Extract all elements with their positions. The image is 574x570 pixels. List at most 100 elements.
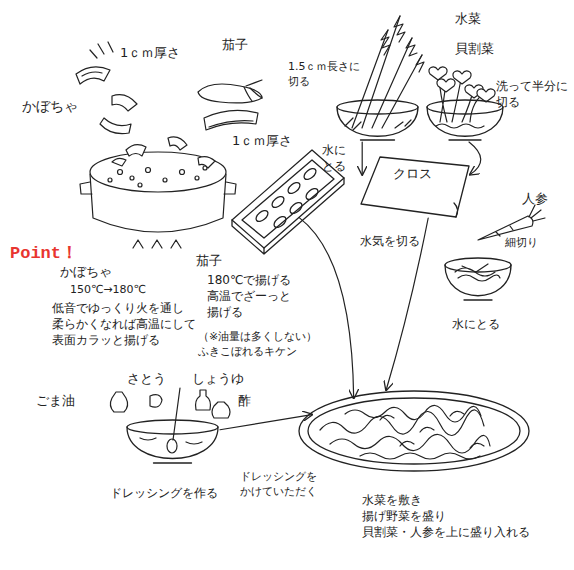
- salad-on-plate-part: [380, 411, 484, 448]
- seasoning-bottles-part: [196, 390, 211, 410]
- mizuna-greens-part: [381, 30, 390, 55]
- mizuna-greens-part: [345, 118, 411, 130]
- annotation: かぼちゃ: [60, 263, 112, 281]
- step-text: 洗って半分に 切る: [496, 78, 574, 110]
- frying-pot-part: [112, 158, 126, 166]
- mizuna-greens-part: [406, 38, 417, 56]
- frying-pot-part: [198, 157, 215, 168]
- plate-line: [299, 391, 529, 471]
- annotation: Point！: [10, 243, 78, 266]
- frying-pot-part: [126, 145, 146, 156]
- salad-on-plate-part: [345, 405, 481, 422]
- bowl-line: [464, 299, 492, 300]
- eggplants-part: [244, 80, 262, 101]
- step-text: 細切り: [505, 236, 538, 251]
- step-text: 貝割菜: [455, 40, 494, 58]
- annotation: 150℃→180℃: [70, 283, 146, 298]
- step-text: ドレッシングを作る: [110, 485, 218, 501]
- radish-sprouts-part: [437, 79, 455, 92]
- eggplants-part: [198, 84, 262, 103]
- annotation: 1ｃｍ厚さ: [120, 44, 180, 62]
- radish-sprouts: [429, 67, 495, 128]
- annotation: 茄子: [222, 36, 248, 54]
- tray-line: [304, 186, 320, 201]
- seasoning-bottles-part: [173, 388, 180, 440]
- plate-line: [308, 398, 520, 464]
- bowl-outline: [443, 256, 513, 302]
- annotation: さとう: [127, 370, 166, 388]
- pumpkin-slices-part: [90, 42, 113, 58]
- seasoning-bottles-part: [212, 402, 230, 418]
- bowl-line: [154, 462, 192, 463]
- annotation: 低音でゆっくり火を通し 柔らかくなれば高温にして 表面カラッと揚げる: [52, 300, 212, 349]
- pumpkin-slices-part: [112, 95, 137, 111]
- annotation: しょうゆ: [192, 370, 244, 388]
- frying-pot-part: [138, 183, 142, 187]
- salad-on-plate: [320, 405, 490, 459]
- frying-pot-part: [80, 182, 236, 194]
- cloth-line: [454, 203, 458, 217]
- tray-line: [288, 200, 304, 215]
- seasoning-bottles-part: [140, 438, 202, 444]
- frying-pot-part: [90, 152, 226, 192]
- frying-pot-part: [163, 178, 167, 182]
- step-text: 水菜を敷き 揚げ野菜を盛り 貝割菜・人参を上に盛り入れる: [362, 492, 552, 541]
- frying-pot-part: [168, 137, 187, 150]
- cloth-node: クロス水気を切る: [360, 156, 470, 218]
- eggplants: [198, 80, 262, 130]
- step-text: 水にとる: [452, 316, 500, 332]
- salad-on-plate-part: [360, 453, 480, 459]
- frying-pot-part: [146, 168, 151, 173]
- edge-label: 水に とる: [322, 142, 352, 174]
- bowl-outline: [425, 98, 505, 142]
- seasoning-bottles-part: [150, 395, 162, 407]
- tray-line: [302, 166, 318, 181]
- radish-sprouts-part: [436, 124, 484, 128]
- carrot-part: [496, 205, 545, 236]
- frying-pot-part: [130, 176, 134, 180]
- flow-arrow: [386, 218, 428, 390]
- flow-arrow: [469, 142, 481, 175]
- pumpkin-slices-part: [82, 72, 102, 76]
- bowl-node: ドレッシングを作る: [125, 418, 220, 465]
- frying-pot: [80, 137, 236, 232]
- pumpkin-slices-part: [76, 67, 110, 84]
- mizuna-greens-part: [416, 55, 424, 72]
- tray-line: [272, 214, 288, 229]
- flow-arrow: [220, 415, 312, 430]
- frying-pot-part: [118, 170, 123, 175]
- tray-line: [254, 208, 270, 223]
- bowl-line: [445, 258, 511, 272]
- mizuna-greens-part: [394, 16, 405, 42]
- tray-line: [232, 178, 344, 254]
- flow-arrow: [299, 218, 353, 399]
- plate-node: 水菜を敷き 揚げ野菜を盛り 貝割菜・人参を上に盛り入れる: [298, 390, 530, 472]
- tray-line: [286, 180, 302, 195]
- step-text: 茄子: [196, 252, 222, 270]
- pumpkin-slices-part: [100, 118, 131, 134]
- tray-line: [270, 194, 286, 209]
- bowl-outline: [335, 98, 420, 142]
- eggplants-part: [209, 121, 253, 127]
- bowl-line: [449, 139, 481, 140]
- radish-sprouts-part: [453, 71, 471, 84]
- bowl-line: [127, 420, 218, 434]
- annotation: 1ｃｍ厚さ: [232, 132, 292, 150]
- bowl-outline: [125, 418, 220, 465]
- tray-line: [242, 160, 334, 238]
- frying-pot-part: [90, 174, 226, 232]
- cloth-line: [361, 157, 469, 217]
- step-text: 水菜: [455, 10, 481, 28]
- edge-label: ドレッシングを かけていただく: [240, 470, 340, 500]
- plate-outline: [298, 390, 530, 472]
- step-text: 人参: [522, 190, 548, 208]
- heat-marks: [133, 240, 181, 248]
- flow-arrow: [362, 142, 363, 175]
- bowl-line: [427, 100, 503, 114]
- heat-marks-part: [133, 240, 181, 248]
- frying-pot-part: [108, 178, 112, 182]
- bowl-node: 水菜1.5ｃｍ長さに 切る: [335, 98, 420, 142]
- bowl-line: [337, 100, 418, 114]
- carrot: [478, 205, 545, 240]
